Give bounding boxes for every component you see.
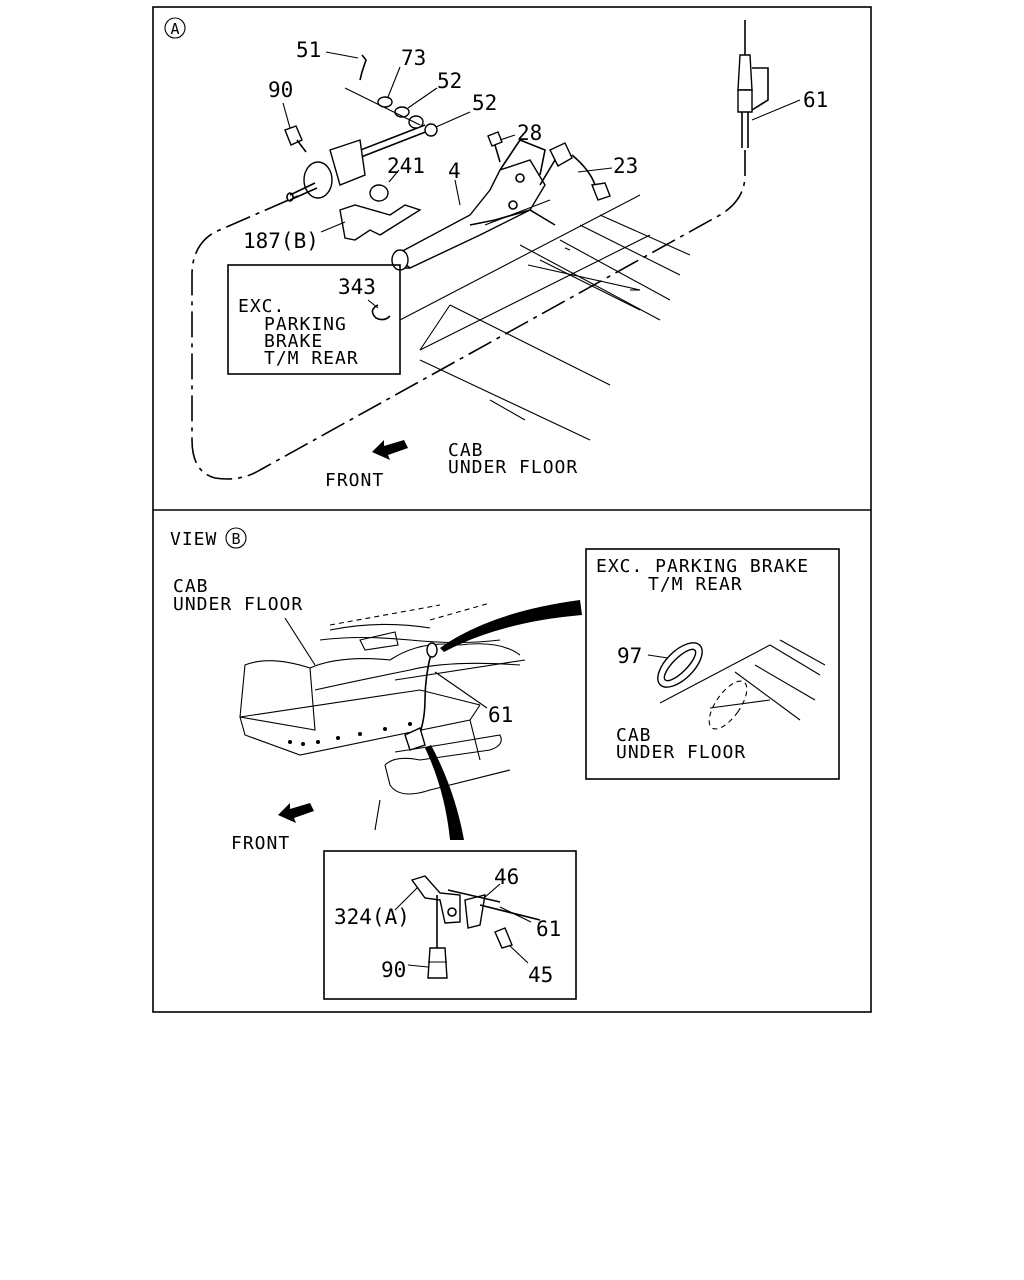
callout-61-inset: 61 xyxy=(536,917,561,941)
cab-label-b: CAB xyxy=(173,576,209,597)
circle-letter-a: A xyxy=(170,20,179,38)
inset-exc-line-2: T/M REAR xyxy=(648,574,743,595)
callout-61-b: 61 xyxy=(488,703,513,727)
cable-end-upper xyxy=(737,20,769,148)
bolt-90-b xyxy=(427,947,448,979)
inset-under-floor-label: UNDER FLOOR xyxy=(616,742,746,763)
under-floor-label-b: UNDER FLOOR xyxy=(173,594,303,615)
callout-97: 97 xyxy=(617,644,642,668)
circle-marker-a xyxy=(164,17,186,39)
nut-45 xyxy=(494,927,513,949)
bracket-187b xyxy=(339,204,422,241)
small-parts-stack xyxy=(344,54,438,137)
front-label-a: FRONT xyxy=(325,470,384,491)
callout-343: 343 xyxy=(338,275,376,299)
callout-45: 45 xyxy=(528,963,553,987)
front-arrow-b xyxy=(278,803,314,823)
front-arrow-a xyxy=(372,440,408,460)
callout-90-a: 90 xyxy=(268,78,293,102)
cab-label-a: CAB xyxy=(448,440,484,461)
exc-box xyxy=(227,264,401,375)
panel-a: A xyxy=(164,17,828,491)
nut-241 xyxy=(369,184,389,202)
clip-343 xyxy=(371,304,391,321)
exc-line-2: PARKING xyxy=(264,314,347,335)
inset-exc-line-1: EXC. PARKING BRAKE xyxy=(596,556,809,577)
bolt-28 xyxy=(487,131,503,163)
callout-241: 241 xyxy=(387,154,425,178)
inset-exc: EXC. PARKING BRAKE T/M REAR 97 CAB UNDER… xyxy=(585,548,840,780)
callout-28: 28 xyxy=(517,121,542,145)
callout-324a: 324(A) xyxy=(334,905,410,929)
circle-letter-b: B xyxy=(231,530,240,548)
cab-floor-body xyxy=(239,602,526,831)
callout-52-lower: 52 xyxy=(472,91,497,115)
callout-73: 73 xyxy=(401,46,426,70)
callout-52-upper: 52 xyxy=(437,69,462,93)
callout-23: 23 xyxy=(613,154,638,178)
callout-46: 46 xyxy=(494,865,519,889)
view-label: VIEW xyxy=(170,529,217,550)
exc-line-4: T/M REAR xyxy=(264,348,359,369)
exc-line-1: EXC. xyxy=(238,296,285,317)
callout-61-a: 61 xyxy=(803,88,828,112)
inset-bracket: 46 324(A) 61 90 45 xyxy=(323,850,577,1000)
clip-46 xyxy=(464,894,486,929)
circle-marker-b xyxy=(225,527,247,549)
bracket-b xyxy=(404,727,426,751)
callout-4: 4 xyxy=(448,159,461,183)
grommet-97 xyxy=(657,642,703,688)
callout-90-b: 90 xyxy=(381,958,406,982)
callout-51: 51 xyxy=(296,38,321,62)
cab-floor-structure xyxy=(399,194,691,441)
pointer-wedge-upper xyxy=(440,600,582,652)
switch-connector-23 xyxy=(549,142,611,201)
pointer-wedge-lower xyxy=(425,745,464,840)
under-floor-label-a: UNDER FLOOR xyxy=(448,457,578,478)
leader-61-a xyxy=(751,99,801,121)
panel-b: VIEW B CAB UNDER FLOOR xyxy=(170,527,840,1000)
brake-cable-front xyxy=(286,124,429,202)
cable-routing-line xyxy=(191,150,746,480)
inset-cab-label: CAB xyxy=(616,725,652,746)
bolt-90-a xyxy=(284,125,307,153)
exc-line-3: BRAKE xyxy=(264,331,323,352)
callout-187b: 187(B) xyxy=(243,229,319,253)
front-label-b: FRONT xyxy=(231,833,290,854)
